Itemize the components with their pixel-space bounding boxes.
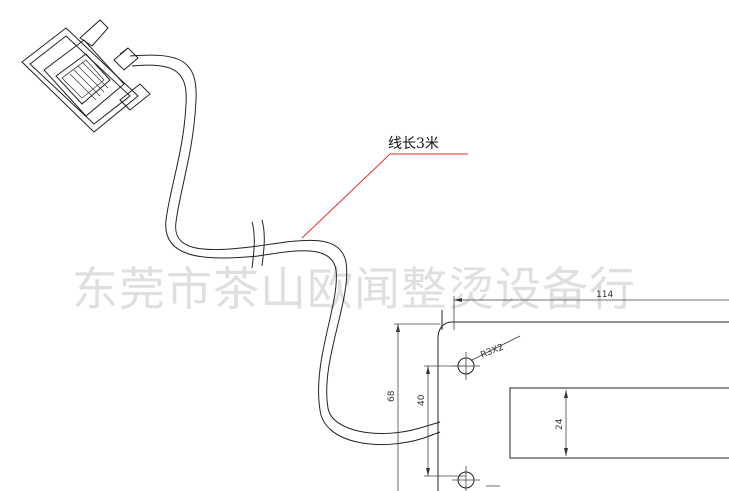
- cable-length-label: 线长3米: [388, 136, 439, 152]
- hole-note-label: R3X2: [479, 343, 505, 361]
- length-callout: 线长3米: [301, 136, 468, 239]
- height-dimension-label: 68: [387, 390, 397, 402]
- slot-dimension-label: 24: [555, 418, 565, 430]
- housing-drawing: 114 68 40 R3X2 24: [387, 290, 729, 491]
- hole-spacing-dimension-label: 40: [417, 394, 427, 406]
- width-dimension-label: 114: [596, 290, 613, 300]
- cable: [129, 54, 441, 446]
- callout-leader-line: [301, 153, 391, 239]
- db9-connector: [21, 19, 151, 133]
- watermark-text: 东莞市茶山欧闻整烫设备行: [72, 262, 636, 316]
